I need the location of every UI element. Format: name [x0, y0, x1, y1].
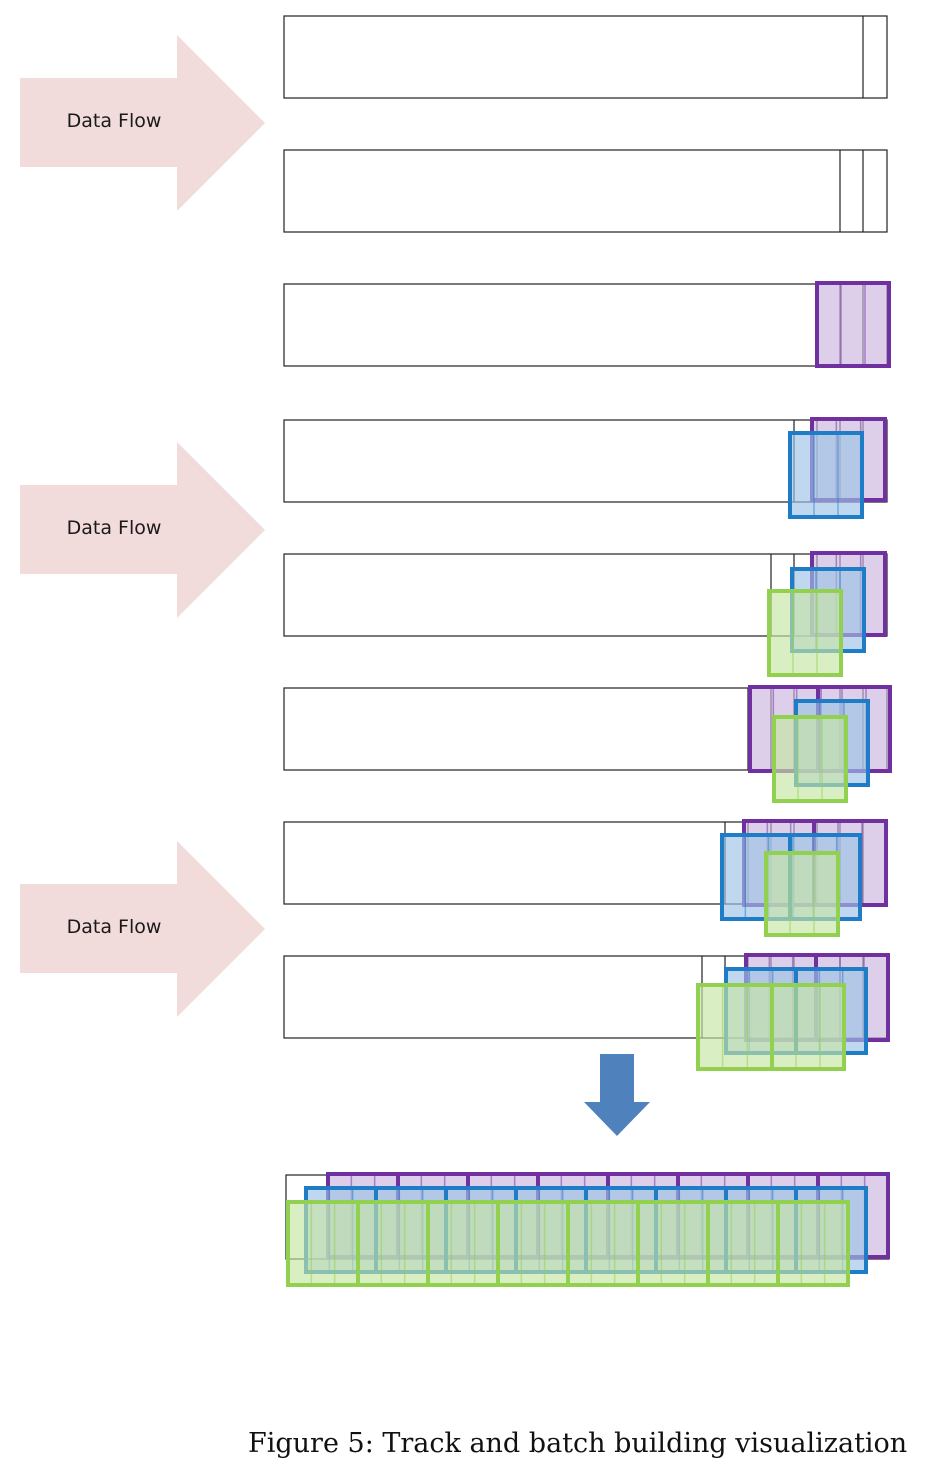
- final-batch-row: [285, 1172, 890, 1287]
- track-step-4: [283, 417, 888, 519]
- batch-green: [426, 1200, 500, 1287]
- track-step-2: [283, 149, 888, 233]
- track-step-5: [283, 551, 888, 677]
- batch-green: [636, 1200, 710, 1287]
- data-flow-arrow-1: Data Flow: [20, 35, 265, 211]
- batch-green: [286, 1200, 360, 1287]
- track-step-3: [283, 281, 891, 368]
- track-buffer: [283, 15, 888, 99]
- down-arrow-icon: [584, 1054, 650, 1136]
- batch-green: [772, 715, 848, 803]
- batch-green: [706, 1200, 780, 1287]
- batch-green: [696, 983, 774, 1071]
- track-steps: [283, 15, 892, 1071]
- track-buffer: [283, 283, 888, 367]
- batch-blue: [788, 431, 864, 519]
- data-flow-arrow-3: Data Flow: [20, 841, 265, 1017]
- data-flow-label: Data Flow: [67, 110, 162, 132]
- data-flow-arrow-shape: [20, 35, 265, 211]
- batch-green: [356, 1200, 430, 1287]
- batch-green: [566, 1200, 640, 1287]
- data-flow-label: Data Flow: [67, 517, 162, 539]
- batch-green: [770, 983, 846, 1071]
- track-step-6: [283, 685, 892, 803]
- data-flow-label: Data Flow: [67, 916, 162, 938]
- data-flow-arrow-shape: [20, 442, 265, 618]
- track-step-1: [283, 15, 888, 99]
- batch-purple: [815, 281, 891, 368]
- figure-caption: Figure 5: Track and batch building visua…: [248, 1428, 908, 1459]
- track-buffer: [283, 149, 888, 233]
- batch-green: [776, 1200, 850, 1287]
- track-buffer: [283, 419, 888, 503]
- batch-green: [767, 589, 843, 677]
- track-step-8: [283, 953, 890, 1071]
- batch-green: [496, 1200, 570, 1287]
- batch-green: [764, 851, 840, 937]
- track-step-7: [283, 819, 888, 937]
- data-flow-arrow-2: Data Flow: [20, 442, 265, 618]
- data-flow-arrow-shape: [20, 841, 265, 1017]
